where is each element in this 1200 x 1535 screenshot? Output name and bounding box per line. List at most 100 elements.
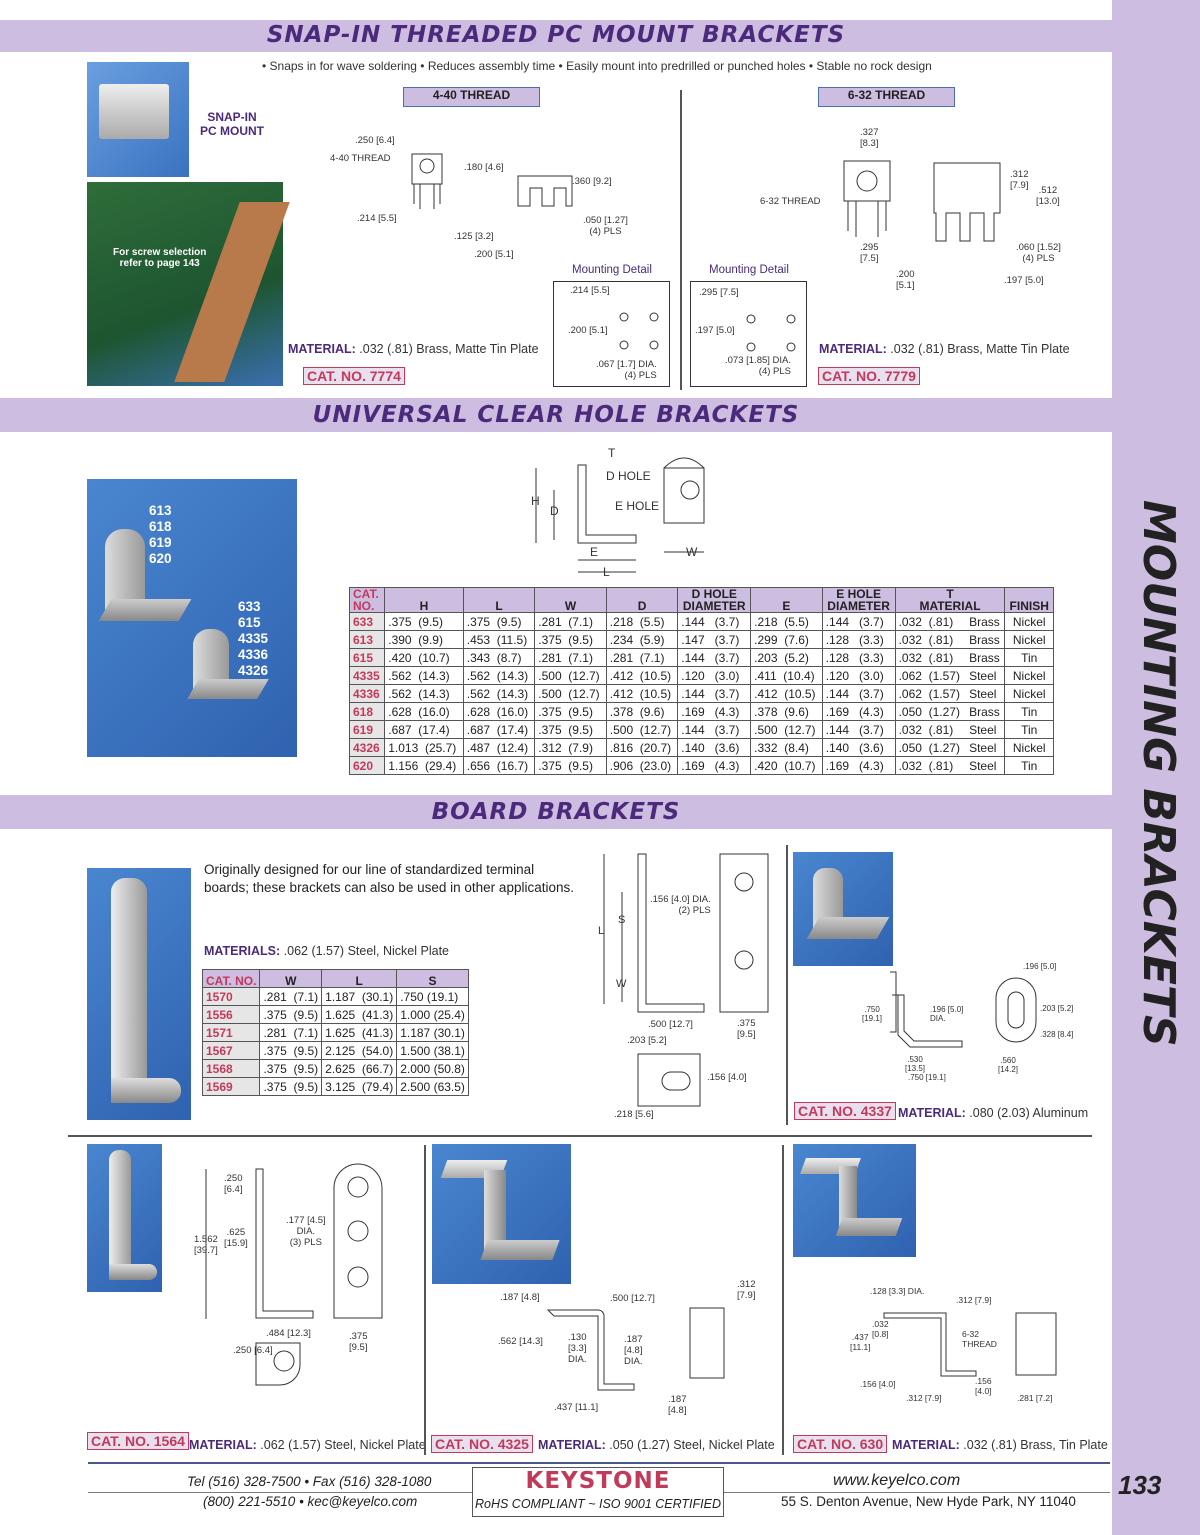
table-cell: .687 (17.4) <box>462 720 536 739</box>
dim: .295 [7.5] <box>699 287 739 298</box>
website-link[interactable]: www.keyelco.com <box>833 1472 961 1489</box>
photo-labels: 613 618 619 620 <box>149 503 172 566</box>
dim: .512 [13.0] <box>1036 185 1060 207</box>
table-cell: 2.500 (63.5) <box>396 1077 469 1096</box>
column-header: W <box>259 969 323 988</box>
dim: .197 [5.0] <box>1004 275 1044 286</box>
dim: .200 [5.1] <box>568 325 608 336</box>
features-text: • Snaps in for wave soldering • Reduces … <box>262 59 932 73</box>
column-header: L <box>462 587 536 613</box>
table-cell: Steel <box>966 738 1006 757</box>
cat-no-7779: CAT. NO. 7779 <box>818 367 920 385</box>
table-cell: Nickel <box>1004 684 1054 703</box>
dim: .437 [11.1] <box>554 1402 599 1413</box>
table-cell: .144 (3.7) <box>821 684 896 703</box>
table-row: 1571.281 (7.1)1.625 (41.3)1.187 (30.1) <box>201 1023 469 1042</box>
table-cell: .750 (19.1) <box>396 987 469 1006</box>
table-row: 1568.375 (9.5)2.625 (66.7)2.000 (50.8) <box>201 1059 469 1078</box>
mounting-detail-title: Mounting Detail <box>709 264 789 276</box>
keystone-logo-box: KEYSTONE RoHS COMPLIANT ~ ISO 9001 CERTI… <box>472 1467 724 1517</box>
dim: W <box>616 978 627 990</box>
table-cell: .500 (12.7) <box>534 684 607 703</box>
table-row: 1567.375 (9.5)2.125 (54.0)1.500 (38.1) <box>201 1041 469 1060</box>
dim: .203 [5.2] <box>627 1035 667 1046</box>
dim: .218 [5.6] <box>614 1109 654 1120</box>
photo-630 <box>793 1144 916 1257</box>
table-cell: Tin <box>1004 720 1054 739</box>
table-cell: .562 (14.3) <box>462 684 536 703</box>
photo-4325 <box>432 1144 571 1284</box>
snap-in-photo <box>87 62 189 177</box>
table-cell: .032 (.81) <box>894 612 967 631</box>
table-cell: .128 (3.3) <box>821 648 896 667</box>
material-4325: MATERIAL: .050 (1.27) Steel, Nickel Plat… <box>538 1438 775 1452</box>
cat-no-cell: 1570 <box>201 987 261 1006</box>
table-cell: .281 (7.1) <box>534 648 607 667</box>
table-cell: 1.013 (25.7) <box>384 738 464 757</box>
dim: .156 [4.0] DIA. (2) PLS <box>650 894 711 916</box>
section-header-snap: SNAP-IN THREADED PC MOUNT BRACKETS <box>0 20 1112 52</box>
dim: .197 [5.0] <box>695 325 735 336</box>
dim: .750 [19.1] <box>908 1073 946 1082</box>
material-4337: MATERIAL: .080 (2.03) Aluminum <box>898 1106 1089 1120</box>
material-1564: MATERIAL: .062 (1.57) Steel, Nickel Plat… <box>189 1438 426 1452</box>
table-cell: Nickel <box>1004 630 1054 649</box>
dim: .281 [7.2] <box>1017 1393 1053 1403</box>
table-cell: .032 (.81) <box>894 720 967 739</box>
table-cell: .375 (9.5) <box>259 1005 323 1024</box>
table-cell: Brass <box>966 648 1006 667</box>
table-cell: .144 (3.7) <box>821 720 896 739</box>
section-title: UNIVERSAL CLEAR HOLE BRACKETS <box>312 402 800 428</box>
table-cell: .628 (16.0) <box>462 702 536 721</box>
mounting-detail-7779: .295 [7.5] .197 [5.0] .073 [1.85] DIA. (… <box>690 281 807 387</box>
footer-phone: Tel (516) 328-7500 • Fax (516) 328-1080 <box>187 1474 432 1489</box>
table-row: 1569.375 (9.5)3.125 (79.4)2.500 (63.5) <box>201 1077 469 1096</box>
drawing-7774 <box>411 153 573 209</box>
cat-no-4325: CAT. NO. 4325 <box>431 1435 533 1453</box>
dim: .128 [3.3] DIA. <box>870 1286 925 1296</box>
photo-labels: 633 615 4335 4336 4326 <box>238 599 269 678</box>
dim: .530 [13.5] <box>905 1055 926 1074</box>
column-header: L <box>321 969 398 988</box>
table-row: 1570.281 (7.1)1.187 (30.1).750 (19.1) <box>201 987 469 1006</box>
table-cell: Steel <box>966 684 1006 703</box>
board-bracket-photo <box>87 868 191 1120</box>
diagram-label: W <box>686 545 698 559</box>
table-cell: Tin <box>1004 648 1054 667</box>
dim: .130 [3.3] DIA. <box>568 1332 587 1365</box>
divider <box>68 1135 1092 1137</box>
table-cell: 3.125 (79.4) <box>321 1077 398 1096</box>
column-header: CAT. NO. <box>348 587 386 613</box>
table-cell: .050 (1.27) <box>894 738 967 757</box>
dim: 4-40 THREAD <box>330 153 391 164</box>
drawing-4325 <box>546 1307 725 1391</box>
dim: .214 [5.5] <box>357 213 397 224</box>
table-cell: .375 (9.5) <box>384 612 464 631</box>
table-cell: Nickel <box>1004 612 1054 631</box>
diagram-label: T <box>608 446 616 460</box>
divider <box>786 845 788 1125</box>
dim: .295 [7.5] <box>860 242 879 264</box>
diagram-label: D <box>550 504 559 518</box>
dim: .032 [0.8] <box>872 1319 889 1339</box>
divider <box>782 1145 784 1455</box>
table-cell: Tin <box>1004 702 1054 721</box>
dim: .560 [14.2] <box>998 1056 1019 1075</box>
material-7774: MATERIAL: .032 (.81) Brass, Matte Tin Pl… <box>288 342 539 356</box>
table-row: 1556.375 (9.5)1.625 (41.3)1.000 (25.4) <box>201 1005 469 1024</box>
table-row: 618.628 (16.0).628 (16.0).375 (9.5).378 … <box>348 702 1054 721</box>
dim: .328 [8.4] <box>1040 1030 1074 1039</box>
drawing-4337 <box>890 971 1037 1048</box>
thread-label-440: 4-40 THREAD <box>403 87 540 107</box>
table-cell: Brass <box>966 702 1006 721</box>
column-header: FINISH <box>1004 587 1054 613</box>
dim: .196 [5.0] <box>1023 962 1057 971</box>
cat-no-cell: 619 <box>348 720 386 739</box>
cat-no-7774: CAT. NO. 7774 <box>303 367 405 385</box>
table-cell: .218 (5.5) <box>750 612 823 631</box>
footer-phone2: (800) 221-5510 • kec@keyelco.com <box>203 1494 418 1509</box>
table-cell: Steel <box>966 756 1006 775</box>
dim: .360 [9.2] <box>572 176 612 187</box>
material-7779: MATERIAL: .032 (.81) Brass, Matte Tin Pl… <box>819 342 1070 356</box>
